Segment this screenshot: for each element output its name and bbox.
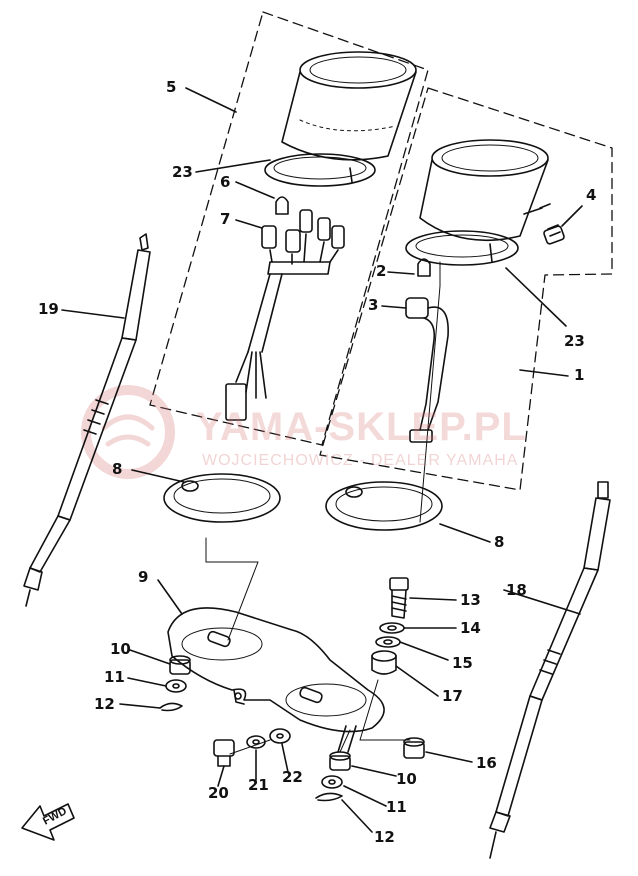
- callout-15: 15: [452, 654, 473, 672]
- callout-7: 7: [220, 210, 231, 228]
- callout-23-lower: 23: [564, 332, 585, 350]
- damper-10-upper: [169, 655, 191, 675]
- callout-13: 13: [460, 591, 481, 609]
- callout-10-upper: 10: [110, 640, 131, 658]
- washer-14: [379, 622, 405, 634]
- callout-23-upper: 23: [172, 163, 193, 181]
- meter-bracket-9: [167, 607, 385, 753]
- damper-10-lower: [329, 751, 351, 771]
- callout-21: 21: [248, 776, 269, 794]
- callout-1: 1: [574, 366, 585, 384]
- meter-cover-ring-8-left: [163, 473, 281, 523]
- meter-cover-ring-8-right: [325, 481, 443, 531]
- bolt-13: [389, 577, 409, 619]
- callout-11-lower: 11: [386, 798, 407, 816]
- speedometer-cable-19: [23, 233, 151, 607]
- callout-20: 20: [208, 784, 229, 802]
- damper-16: [403, 737, 425, 759]
- callout-6: 6: [220, 173, 231, 191]
- callout-10-lower: 10: [396, 770, 417, 788]
- callout-9: 9: [138, 568, 149, 586]
- callout-22: 22: [282, 768, 303, 786]
- speedometer-assembly-dashed-box: [149, 11, 429, 446]
- callout-12-lower: 12: [374, 828, 395, 846]
- washer-15: [375, 636, 401, 648]
- washer-22: [269, 728, 291, 744]
- speedometer-gasket-23: [264, 153, 376, 187]
- watermark-title: YAMA-SKLEP.PL: [196, 405, 527, 449]
- clip-12-upper: [159, 702, 183, 712]
- callout-8-left: 8: [112, 460, 123, 478]
- tachometer-assembly-dashed-box: [319, 87, 613, 491]
- washer-11-lower: [321, 775, 343, 789]
- wire-harness-7: [225, 209, 345, 421]
- bolt-20: [213, 739, 235, 767]
- callout-3: 3: [368, 296, 379, 314]
- callout-12-upper: 12: [94, 695, 115, 713]
- watermark-subtitle: WOJCIECHOWICZ - DEALER YAMAHA: [202, 452, 519, 469]
- clip-12-lower: [315, 792, 343, 802]
- bulb-6: [275, 196, 289, 215]
- damper-17: [371, 650, 397, 675]
- callout-17: 17: [442, 687, 463, 705]
- callout-8-right: 8: [494, 533, 505, 551]
- cable-nut-4: [543, 224, 565, 245]
- callout-4: 4: [586, 186, 597, 204]
- callout-14: 14: [460, 619, 481, 637]
- watermark-logo-icon: [81, 385, 175, 479]
- fwd-arrow-icon: [21, 803, 75, 841]
- callout-2: 2: [376, 262, 387, 280]
- callout-18: 18: [506, 581, 527, 599]
- bulb-2: [417, 258, 431, 277]
- tachometer-gasket-23: [405, 230, 519, 266]
- washer-21: [246, 735, 266, 749]
- tachometer-cable-18: [489, 481, 611, 859]
- speedometer-meter: [281, 51, 417, 183]
- callout-11-upper: 11: [104, 668, 125, 686]
- tachometer-meter: [419, 139, 551, 263]
- washer-11-upper: [165, 679, 187, 693]
- callout-19: 19: [38, 300, 59, 318]
- callout-5: 5: [166, 78, 177, 96]
- callout-16: 16: [476, 754, 497, 772]
